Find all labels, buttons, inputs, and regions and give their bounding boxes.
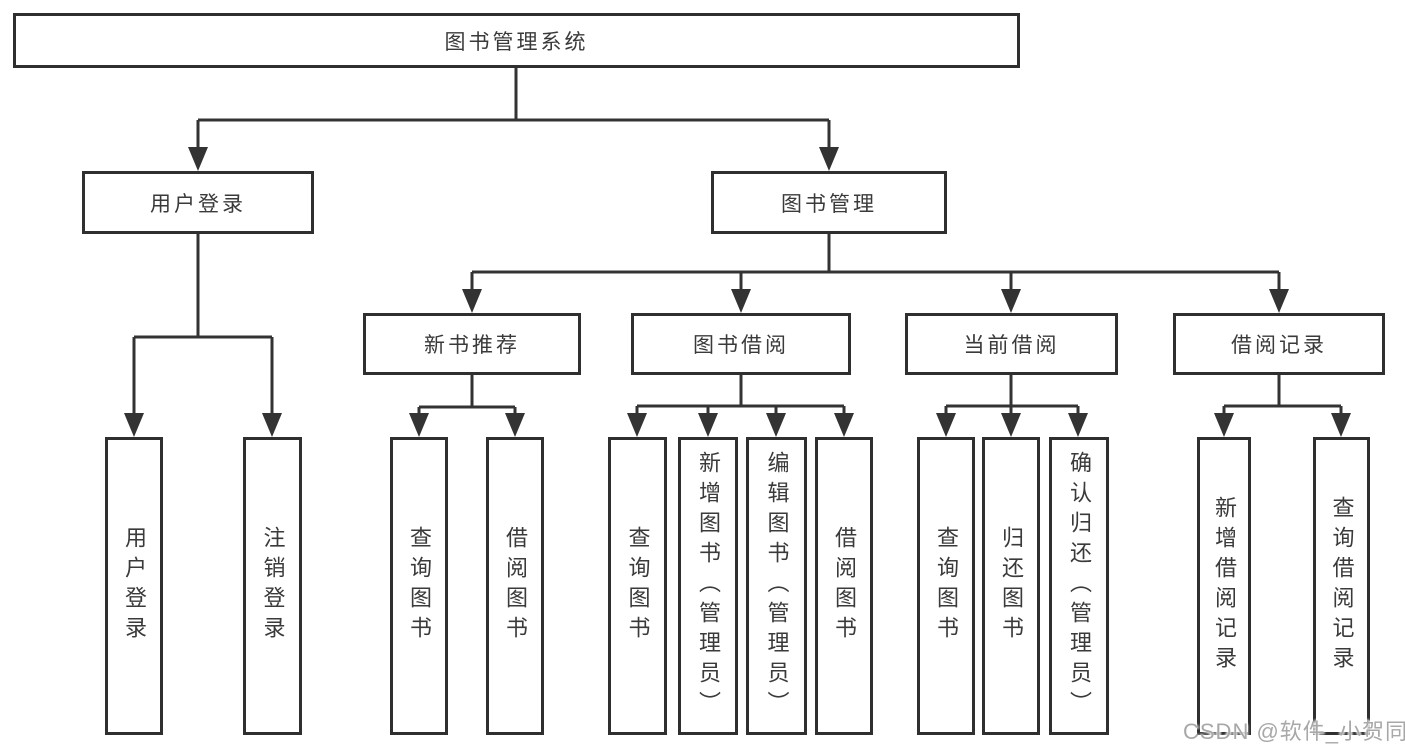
node-borrowing-records: 借阅记录 — [1173, 313, 1385, 375]
leaf-return-book: 归还图书 — [982, 437, 1040, 735]
node-current-borrowing-label: 当前借阅 — [963, 334, 1060, 357]
tree-connector-path — [132, 68, 1343, 416]
arrowhead — [188, 147, 208, 171]
leaf-query-book-borrowing-label: 查询图书 — [625, 526, 651, 646]
leaf-query-book-borrowing: 查询图书 — [608, 437, 667, 735]
leaf-add-book-admin: 新增图书（管理员） — [678, 437, 738, 735]
arrowhead — [124, 413, 144, 437]
node-book-borrowing-label: 图书借阅 — [693, 334, 789, 357]
node-new-book-recommend: 新书推荐 — [363, 313, 581, 375]
node-book-borrowing: 图书借阅 — [631, 313, 851, 375]
leaf-query-borrow-record: 查询借阅记录 — [1313, 437, 1370, 735]
node-new-book-recommend-label: 新书推荐 — [424, 334, 520, 357]
node-user-login: 用户登录 — [82, 171, 314, 234]
leaf-logout: 注销登录 — [243, 437, 302, 735]
leaf-borrow-book-recommend-label: 借阅图书 — [503, 526, 528, 646]
leaf-query-book-current-label: 查询图书 — [934, 526, 959, 646]
leaf-borrow-book-label: 借阅图书 — [832, 526, 857, 646]
arrowhead — [1001, 413, 1021, 437]
leaf-add-borrow-record-label: 新增借阅记录 — [1212, 496, 1237, 676]
arrowhead — [1331, 413, 1351, 437]
arrowhead — [731, 289, 751, 313]
leaf-return-book-label: 归还图书 — [999, 526, 1024, 646]
arrowhead — [1068, 413, 1088, 437]
arrowhead — [819, 147, 839, 171]
arrowhead — [1269, 289, 1289, 313]
arrowhead — [409, 413, 429, 437]
arrowhead — [936, 413, 956, 437]
leaf-confirm-return-admin: 确认归还（管理员） — [1049, 437, 1109, 735]
leaf-query-borrow-record-label: 查询借阅记录 — [1329, 496, 1355, 676]
arrowhead — [505, 413, 525, 437]
node-root-system-label: 图书管理系统 — [444, 30, 589, 54]
leaf-edit-book-admin: 编辑图书（管理员） — [746, 437, 807, 735]
leaf-query-book-recommend-label: 查询图书 — [407, 526, 432, 646]
leaf-logout-label: 注销登录 — [260, 526, 286, 646]
leaf-user-login: 用户登录 — [105, 437, 163, 735]
leaf-edit-book-admin-label: 编辑图书（管理员） — [764, 451, 790, 721]
arrowhead — [698, 413, 718, 437]
leaf-borrow-book: 借阅图书 — [815, 437, 873, 735]
leaf-query-book-recommend: 查询图书 — [390, 437, 448, 735]
arrowhead — [1001, 289, 1021, 313]
leaf-add-borrow-record: 新增借阅记录 — [1197, 437, 1251, 735]
node-book-management: 图书管理 — [711, 171, 947, 234]
arrowhead — [834, 413, 854, 437]
leaf-borrow-book-recommend: 借阅图书 — [486, 437, 544, 735]
arrowhead — [462, 289, 482, 313]
node-book-management-label: 图书管理 — [781, 192, 877, 216]
node-user-login-label: 用户登录 — [150, 192, 246, 216]
arrowhead — [1214, 413, 1234, 437]
arrowheads — [124, 147, 1351, 437]
node-root-system: 图书管理系统 — [13, 13, 1020, 68]
leaf-confirm-return-admin-label: 确认归还（管理员） — [1067, 451, 1092, 721]
node-current-borrowing: 当前借阅 — [905, 313, 1118, 375]
leaf-user-login-label: 用户登录 — [122, 526, 147, 646]
arrowhead — [262, 413, 282, 437]
arrowhead — [766, 413, 786, 437]
arrowhead — [627, 413, 647, 437]
csdn-watermark: CSDN @软件_小贺同学 — [1183, 719, 1405, 744]
node-borrowing-records-label: 借阅记录 — [1231, 334, 1327, 357]
leaf-add-book-admin-label: 新增图书（管理员） — [696, 451, 721, 721]
leaf-query-book-current: 查询图书 — [917, 437, 975, 735]
